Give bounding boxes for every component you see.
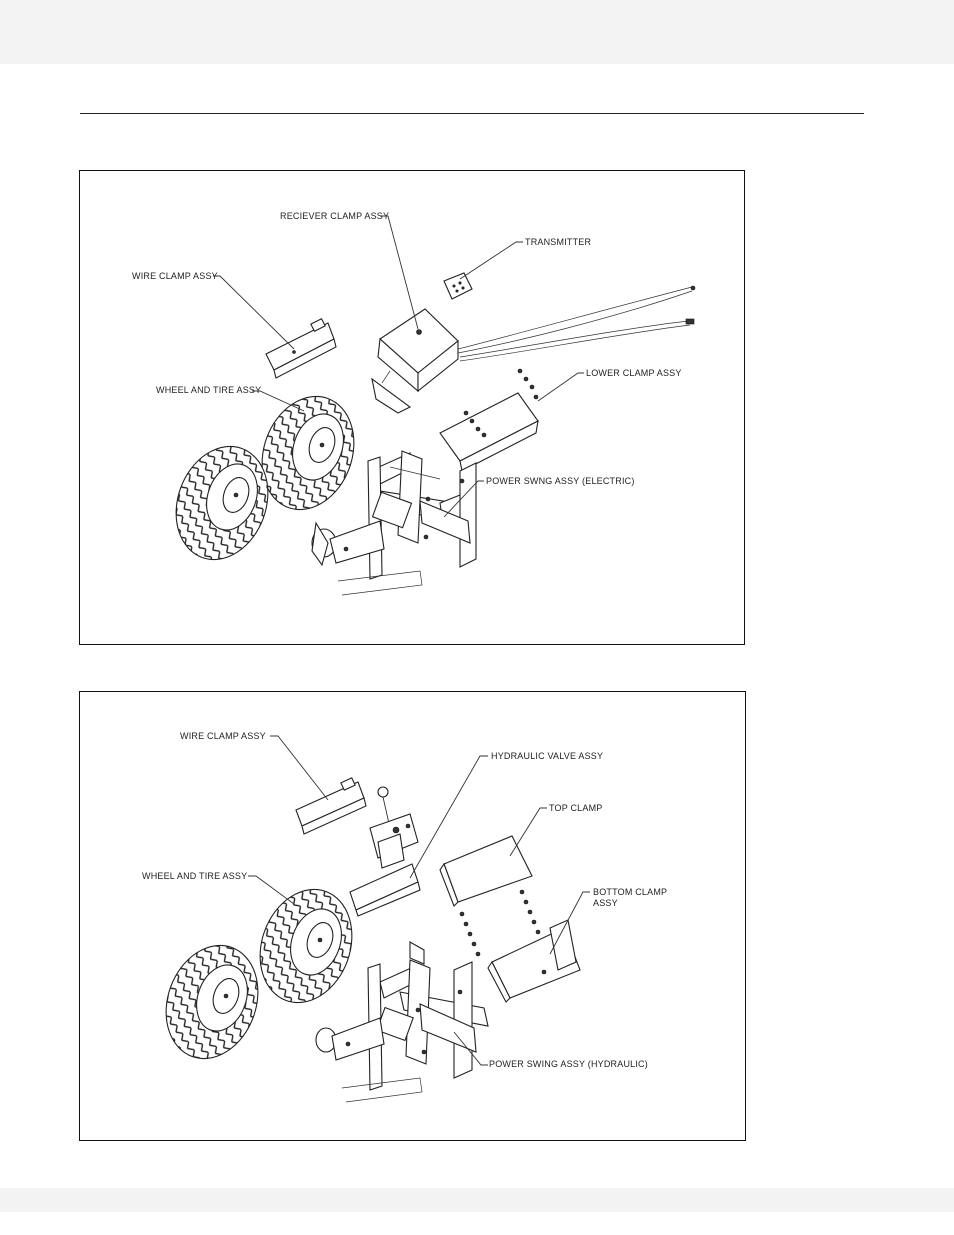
bottom-clamp-part <box>488 920 580 1002</box>
lower-clamp-part <box>440 369 538 471</box>
label-hydraulic-valve: HYDRAULIC VALVE ASSY <box>491 751 603 761</box>
label-power-swing: POWER SWNG ASSY (ELECTRIC) <box>486 476 635 486</box>
header-rule <box>80 113 864 114</box>
label-wheel-tire: WHEEL AND TIRE ASSY <box>156 385 261 395</box>
figure-electric-assembly: RECIEVER CLAMP ASSY TRANSMITTER WIRE CLA… <box>79 170 745 645</box>
page-footer-band <box>0 1188 954 1212</box>
hydraulic-assembly-drawing <box>80 692 747 1142</box>
figure-hydraulic-assembly: WIRE CLAMP ASSY HYDRAULIC VALVE ASSY TOP… <box>79 691 746 1141</box>
label-lower-clamp: LOWER CLAMP ASSY <box>586 368 682 378</box>
label-wire-clamp: WIRE CLAMP ASSY <box>132 271 218 281</box>
label-power-swing: POWER SWING ASSY (HYDRAULIC) <box>489 1059 648 1069</box>
label-receiver-clamp: RECIEVER CLAMP ASSY <box>280 211 389 221</box>
label-top-clamp: TOP CLAMP <box>549 803 602 813</box>
label-bottom-clamp-assy: ASSY <box>593 898 618 908</box>
receiver-clamp-part <box>372 309 458 413</box>
wire-clamp-part <box>266 319 336 378</box>
transmitter-part <box>444 273 472 299</box>
label-wheel-tire: WHEEL AND TIRE ASSY <box>142 871 247 881</box>
label-bottom-clamp: BOTTOM CLAMP <box>593 887 667 897</box>
electric-assembly-drawing <box>80 171 746 646</box>
page-header-band <box>0 0 954 64</box>
cable-wires <box>458 286 695 361</box>
label-transmitter: TRANSMITTER <box>525 237 591 247</box>
top-clamp-part <box>440 836 532 906</box>
wire-clamp-part <box>296 778 366 834</box>
label-wire-clamp: WIRE CLAMP ASSY <box>180 731 266 741</box>
